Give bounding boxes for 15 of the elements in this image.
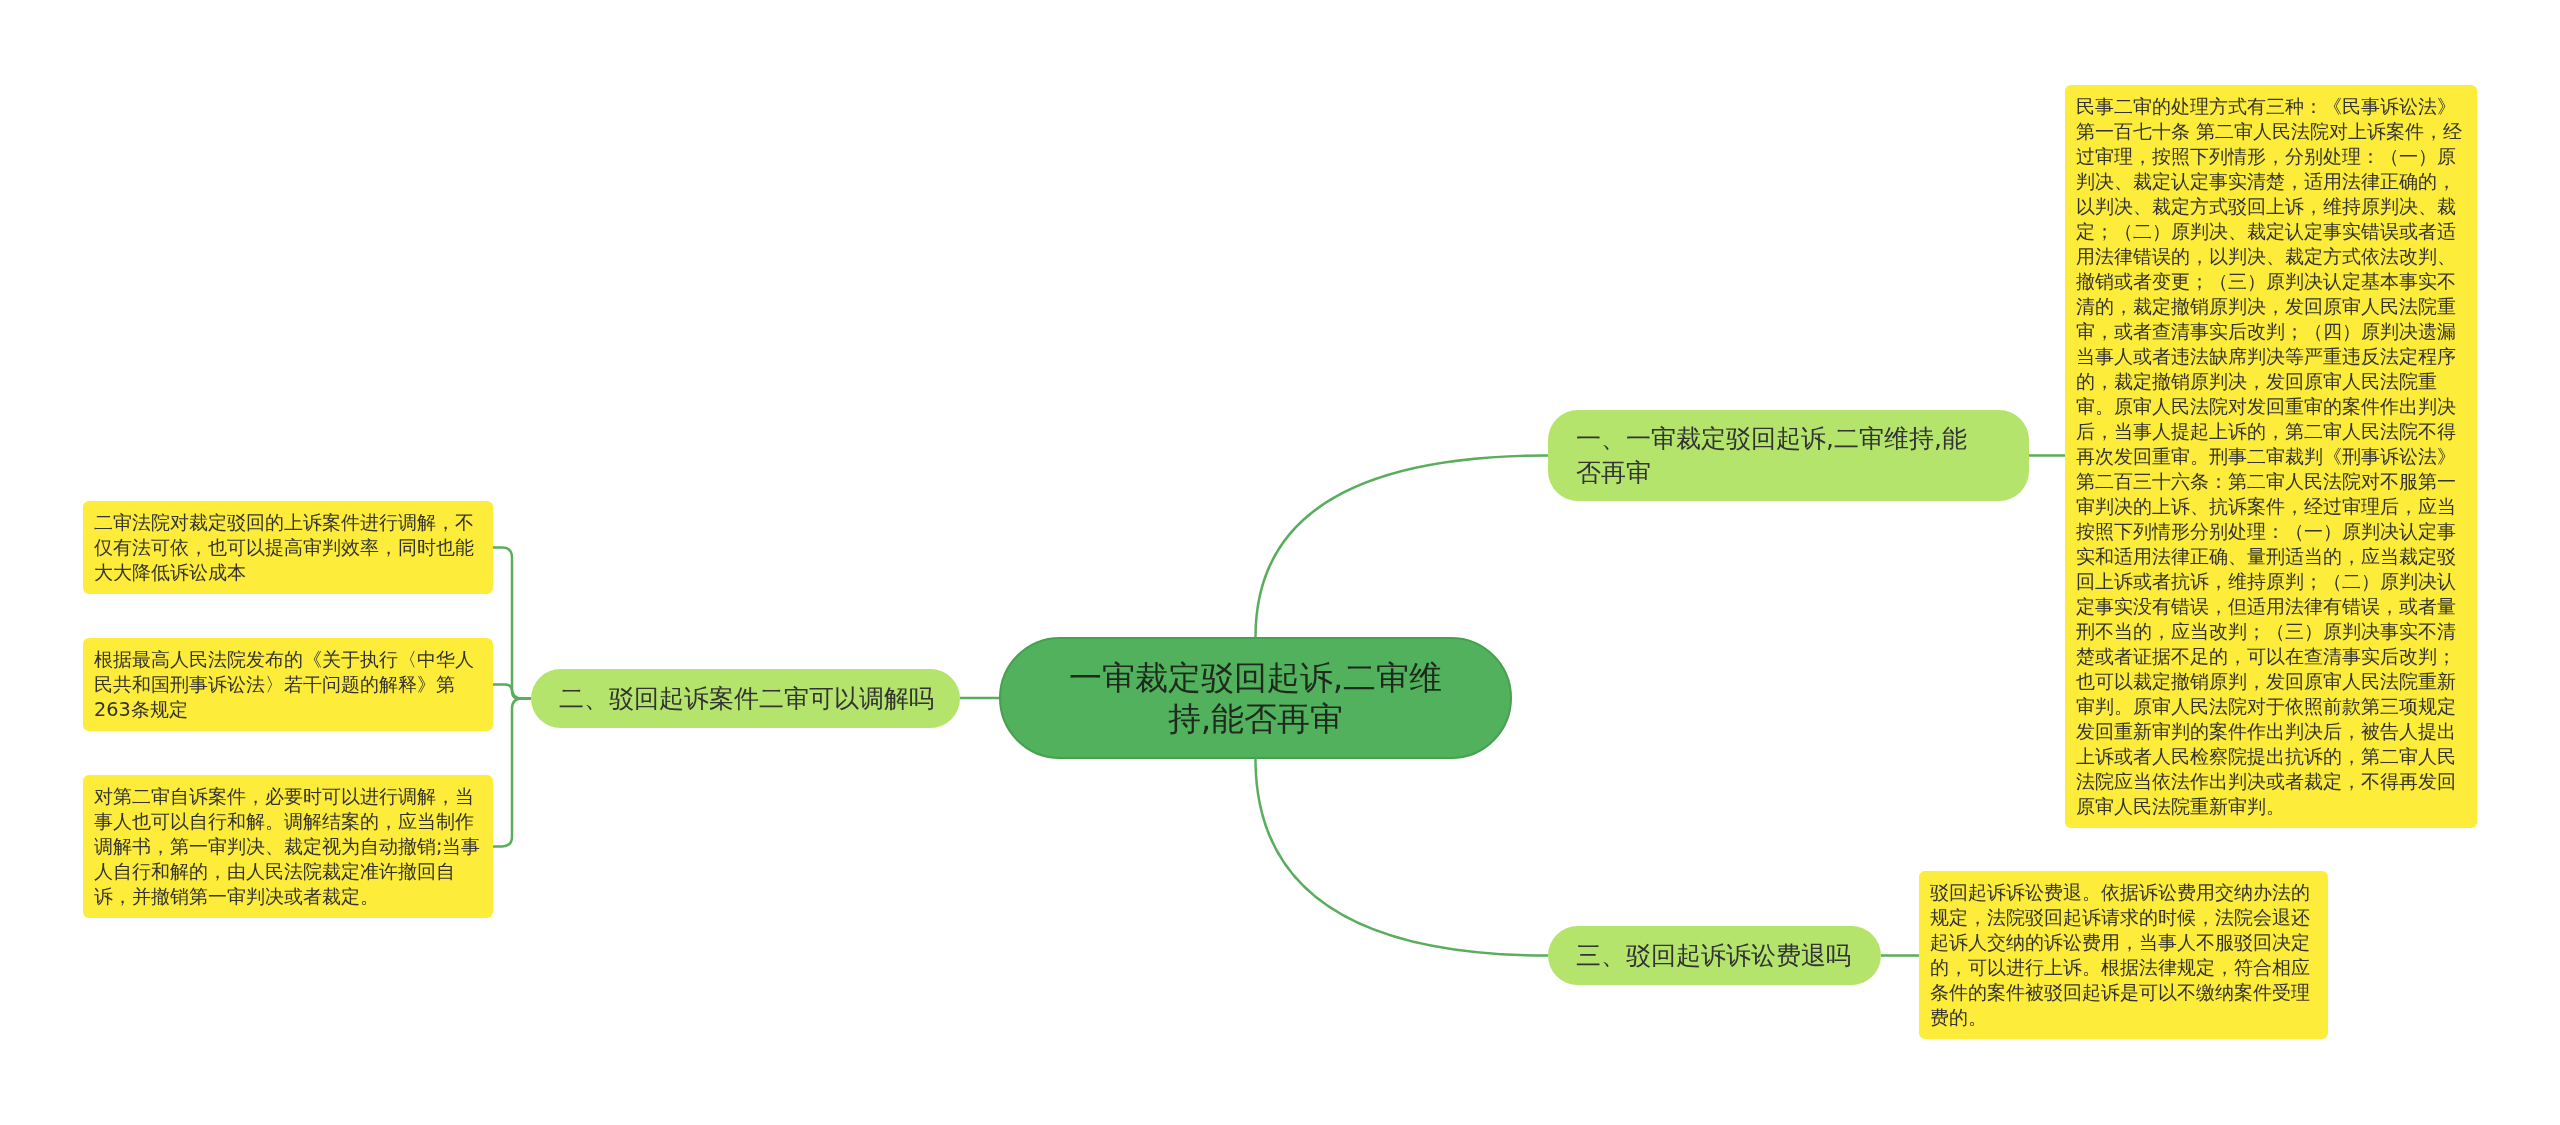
branch-topic-box: 二、驳回起诉案件二审可以调解吗 <box>531 669 960 728</box>
connector-line <box>960 696 999 700</box>
note-box: 民事二审的处理方式有三种：《民事诉讼法》第一百七十条 第二审人民法院对上诉案件，经过审理，按照下列情形，分别处理：（一）原判决、裁定认定事实清楚，适用法律正确的，以判决、裁定方式驳回上诉，维持原判决、裁定；（二）原判决、裁定认定事实错误或者适用法律错误的，以判决、裁定方式依法改判、撤销或者变更；（三）原判决认定基本事实不清的，裁定撤销原判决，发回原审人民法院重审，或者查清事实后改判；（四）原判决遗漏当事人或者违法缺席判决等严重违反法定程序的，裁定撤销原判决，发回原审人民法院重审。原审人民法院对发回重审的案件作出判决后，当事人提起上诉的，第二审人民法院不得再次发回重审。刑事二审裁判《刑事诉讼法》第二百三十六条：第二审人民法院对不服第一审判决的上诉、抗诉案件，经过审理后，应当按照下列情形分别处理：（一）原判决认定事实和适用法律正确、量刑适当的，应当裁定驳回上诉或者抗诉，维持原判；（二）原判决认定事实没有错误，但适用法律有错误，或者量刑不当的，应当改判；（三）原判决事实不清楚或者证据不足的，可以在查清事实后改判；也可以裁定撤销原判，发回原审人民法院重新审判。原审人民法院对于依照前款第三项规定发回重新审判的案件作出判决后，被告人提出上诉或者人民检察院提出抗诉的，第二审人民法院应当依法作出判决或者裁定，不得再发回原审人民法院重新审判。 <box>2065 85 2477 828</box>
connector-line <box>1254 454 1549 638</box>
note-box: 根据最高人民法院发布的《关于执行〈中华人民共和国刑事诉讼法〉若干问题的解释》第263条规定 <box>83 638 493 731</box>
note-box: 驳回起诉诉讼费退。依据诉讼费用交纳办法的规定，法院驳回起诉请求的时候，法院会退还起诉人交纳的诉讼费用，当事人不服驳回决定的，可以进行上诉。根据法律规定，符合相应条件的案件被驳回起诉是可以不缴纳案件受理费的。 <box>1919 871 2328 1039</box>
note-box: 对第二审自诉案件，必要时可以进行调解，当事人也可以自行和解。调解结案的，应当制作调解书，第一审判决、裁定视为自动撤销;当事人自行和解的，由人民法院裁定准许撤回自诉，并撤销第一审判决或者裁定。 <box>83 775 493 918</box>
branch-topic-box: 一、一审裁定驳回起诉,二审维持,能否再审 <box>1548 410 2029 501</box>
connector-line <box>1881 954 1919 957</box>
branch-topic-box: 三、驳回起诉诉讼费退吗 <box>1548 926 1881 985</box>
connector-line <box>2029 454 2065 457</box>
connector-line <box>493 697 531 848</box>
central-topic-box: 一审裁定驳回起诉,二审维持,能否再审 <box>999 637 1512 759</box>
note-box: 二审法院对裁定驳回的上诉案件进行调解，不仅有法可依，也可以提高审判效率，同时也能大大降低诉讼成本 <box>83 501 493 594</box>
connector-line <box>1254 758 1549 957</box>
